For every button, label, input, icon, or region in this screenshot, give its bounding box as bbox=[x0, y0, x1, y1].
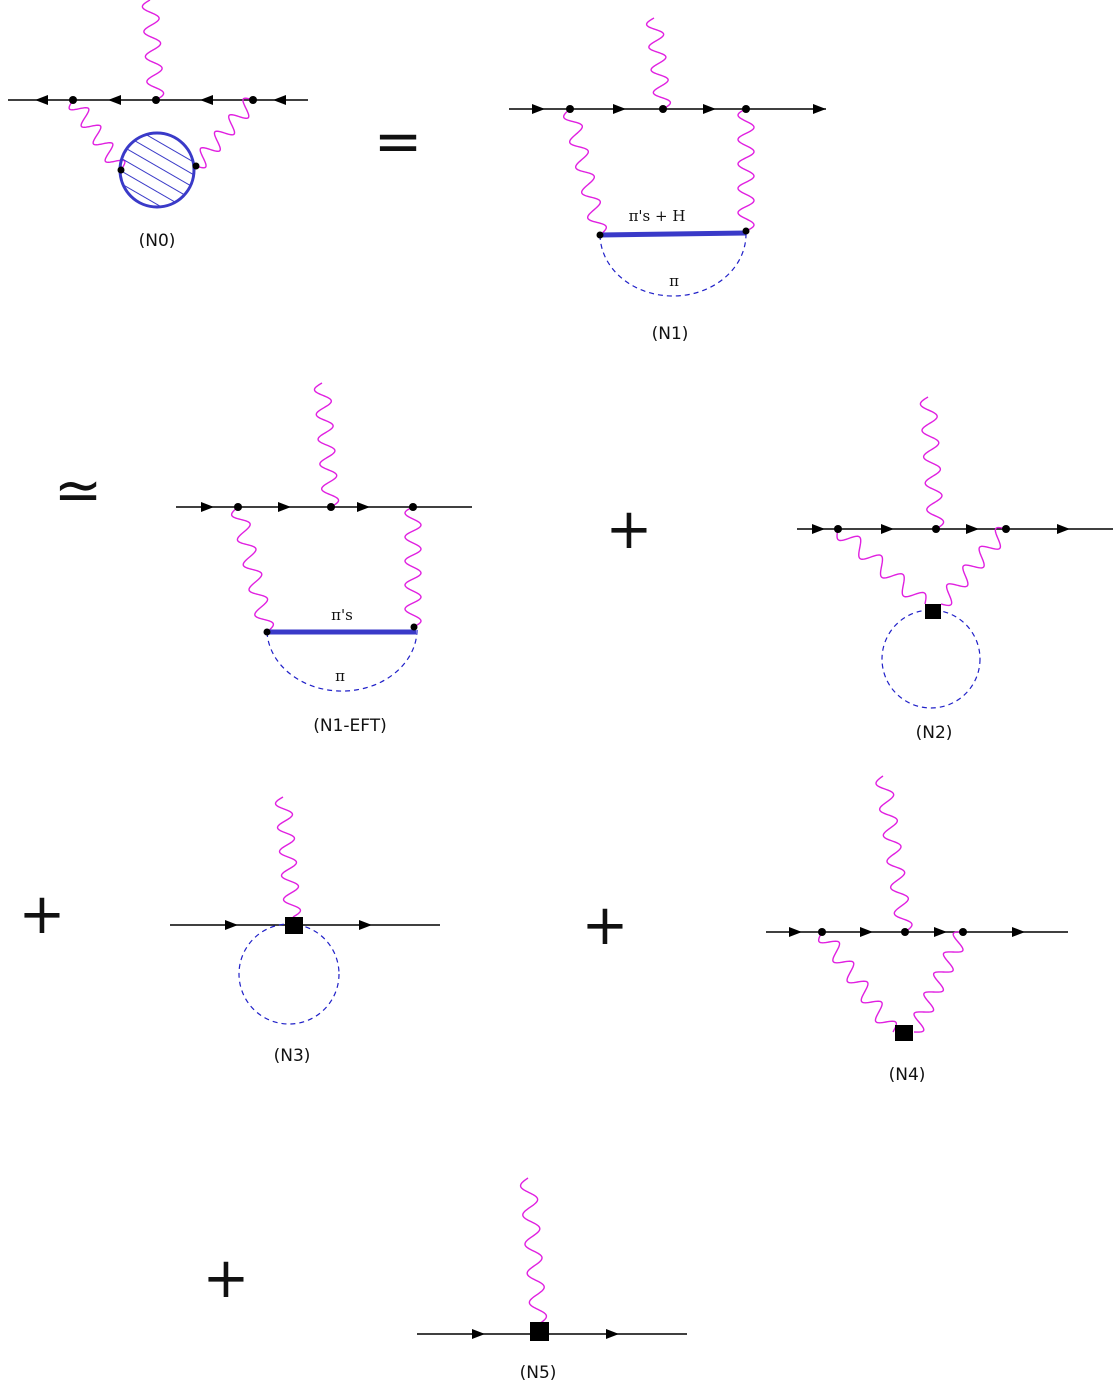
diagram-n5: (N5) bbox=[417, 1177, 687, 1383]
vertex bbox=[1002, 525, 1010, 533]
heavy-line-label: π's bbox=[331, 606, 353, 624]
diagram-label: (N4) bbox=[889, 1065, 926, 1085]
plus-symbol: + bbox=[582, 893, 629, 958]
vertex bbox=[263, 628, 271, 636]
diagram-n1-eft: π's π (N1-EFT) bbox=[176, 382, 472, 736]
internal-photon-left bbox=[817, 931, 898, 1033]
diagram-n4: (N4) bbox=[766, 775, 1068, 1085]
contact-vertex-square bbox=[925, 604, 941, 619]
contact-vertex-square bbox=[530, 1322, 549, 1341]
diagram-n3: (N3) bbox=[170, 796, 440, 1066]
vertex bbox=[742, 227, 750, 235]
equals-symbol: = bbox=[374, 107, 423, 175]
vertex bbox=[152, 96, 160, 104]
pion-loop bbox=[881, 609, 981, 709]
pion-line-label: π bbox=[669, 272, 679, 290]
internal-photon-right bbox=[195, 97, 254, 169]
vertex bbox=[327, 503, 335, 511]
vertex bbox=[234, 503, 242, 511]
external-photon bbox=[875, 775, 913, 933]
fermion-arrows bbox=[532, 104, 826, 114]
vertex bbox=[410, 623, 418, 631]
vertex bbox=[834, 525, 842, 533]
pion-line bbox=[266, 625, 418, 692]
vertex bbox=[409, 503, 417, 511]
internal-photon-right bbox=[404, 506, 422, 628]
fermion-arrows bbox=[472, 1329, 619, 1339]
vertex bbox=[659, 105, 667, 113]
diagram-label: (N1) bbox=[652, 324, 689, 344]
contact-vertex-square bbox=[285, 917, 303, 934]
internal-photon-left bbox=[836, 528, 927, 605]
internal-photon-right bbox=[913, 931, 964, 1033]
vertex bbox=[742, 105, 750, 113]
fermion-arrows bbox=[789, 927, 1025, 937]
external-photon bbox=[274, 796, 302, 918]
diagram-label: (N3) bbox=[274, 1046, 311, 1066]
vertex bbox=[959, 928, 967, 936]
vertex bbox=[818, 928, 826, 936]
external-photon bbox=[141, 0, 165, 101]
diagram-label: (N1-EFT) bbox=[313, 716, 387, 736]
fermion-arrows bbox=[35, 95, 286, 105]
hadronic-blob bbox=[118, 131, 196, 209]
vertex bbox=[192, 162, 200, 170]
external-photon bbox=[645, 17, 672, 110]
contact-vertex-square bbox=[895, 1025, 913, 1041]
internal-photon-left bbox=[68, 99, 126, 171]
vertex bbox=[566, 105, 574, 113]
diagram-label: (N0) bbox=[139, 231, 176, 251]
internal-photon-right bbox=[737, 108, 755, 232]
pion-loop bbox=[238, 923, 340, 1025]
fermion-arrows bbox=[225, 920, 372, 930]
external-photon bbox=[519, 1177, 548, 1325]
pion-line bbox=[599, 232, 747, 297]
heavy-line bbox=[599, 230, 747, 238]
heavy-line-label: π's + H bbox=[629, 207, 686, 225]
fermion-arrows bbox=[201, 502, 370, 512]
plus-symbol: + bbox=[19, 882, 66, 947]
diagram-n1: π's + H π (N1) bbox=[509, 17, 826, 344]
vertex bbox=[249, 96, 257, 104]
plus-symbol: + bbox=[606, 497, 653, 562]
external-photon bbox=[919, 396, 945, 530]
internal-photon-left bbox=[230, 506, 275, 633]
pion-line-label: π bbox=[335, 667, 345, 685]
approx-symbol: ≃ bbox=[54, 456, 103, 524]
diagram-n2: (N2) bbox=[797, 396, 1113, 743]
vertex bbox=[69, 96, 77, 104]
vertex bbox=[901, 928, 909, 936]
internal-photon-left bbox=[562, 108, 608, 236]
diagram-label: (N5) bbox=[520, 1363, 557, 1383]
internal-photon-right bbox=[940, 526, 1007, 607]
diagram-label: (N2) bbox=[916, 723, 953, 743]
fermion-arrows bbox=[812, 524, 1070, 534]
plus-symbol: + bbox=[203, 1246, 250, 1311]
diagram-n0: (N0) bbox=[8, 0, 308, 251]
vertex bbox=[596, 231, 604, 239]
vertex bbox=[932, 525, 940, 533]
external-photon bbox=[313, 382, 340, 508]
vertex bbox=[117, 166, 125, 174]
